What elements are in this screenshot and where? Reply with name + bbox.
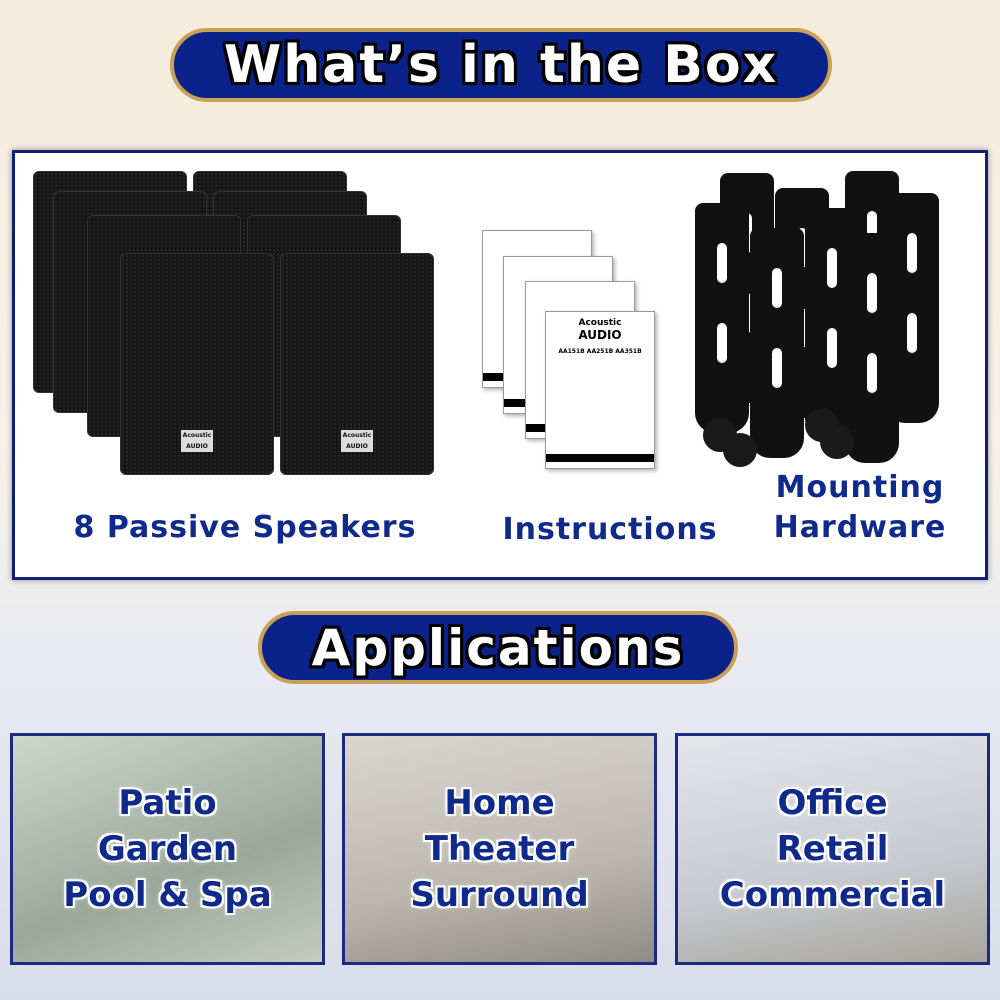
caption-instructions: Instructions (502, 512, 718, 547)
sheet-brand: AUDIO (578, 328, 622, 342)
card-line: Surround (410, 875, 589, 915)
speaker-logo-line: AUDIO (346, 443, 368, 450)
banner-title: Applications (311, 618, 685, 677)
card-line: Theater (424, 829, 575, 869)
caption-line: Hardware (773, 510, 947, 545)
card-line: Retail (776, 829, 889, 869)
card-line: Patio (118, 783, 217, 823)
card-line: Home (444, 783, 555, 823)
sheet-models: AA151B AA251B AA351B (558, 348, 642, 355)
mounting-knob (820, 425, 854, 459)
card-line: Office (777, 783, 888, 823)
mounting-bracket (695, 203, 749, 433)
applications-banner: Applications (258, 611, 738, 684)
sheet-brand: Acoustic (578, 318, 622, 328)
mounting-bracket (845, 233, 899, 463)
mounting-knob (723, 433, 757, 467)
card-line: Garden (97, 829, 238, 869)
speaker-logo-line: Acoustic (182, 432, 212, 439)
mounting-bracket (750, 228, 804, 458)
card-line: Pool & Spa (63, 875, 272, 915)
speaker-logo-line: AUDIO (186, 443, 208, 450)
caption-speakers: 8 Passive Speakers (73, 510, 417, 545)
speaker-logo-line: Acoustic (342, 432, 372, 439)
whats-in-the-box-banner: What’s in the Box (170, 28, 832, 102)
banner-title: What’s in the Box (223, 35, 779, 95)
card-line: Commercial (719, 875, 946, 915)
caption-line: Mounting (775, 470, 945, 505)
